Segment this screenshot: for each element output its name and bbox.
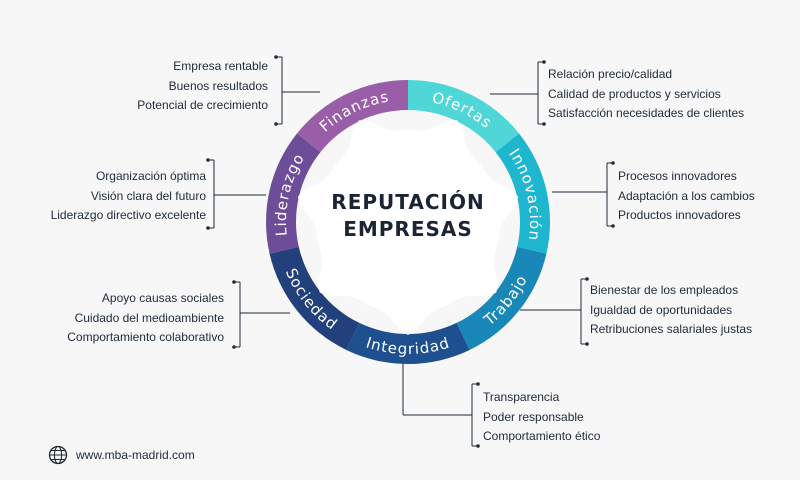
sociedad-items: Apoyo causas sociales Cuidado del medioa… <box>67 289 224 348</box>
list-item: Procesos innovadores <box>618 169 737 183</box>
finanzas-items: Empresa rentable Buenos resultados Poten… <box>137 57 268 116</box>
list-item: Empresa rentable <box>173 59 268 73</box>
center-title-line1: REPUTACIÓN <box>331 190 484 214</box>
segment-sociedad <box>269 246 360 350</box>
list-item: Calidad de productos y servicios <box>548 86 721 101</box>
connector-dot <box>274 122 278 126</box>
connector-dot <box>585 342 589 346</box>
list-item: Visión clara del futuro <box>90 188 206 203</box>
connector-dot <box>476 382 480 386</box>
list-item: Retribuciones salariales justas <box>590 322 753 336</box>
list-item: Comportamiento colaborativo <box>67 330 224 344</box>
connector-dot <box>206 226 210 230</box>
segment-innovacion <box>495 133 550 254</box>
website-url: www.mba-madrid.com <box>76 448 195 462</box>
connector-dot <box>274 55 278 59</box>
list-item: Adaptación a los cambios <box>618 188 755 203</box>
connector-dot <box>611 224 615 228</box>
connector-dot <box>232 345 236 349</box>
list-item: Cuidado del medioambiente <box>74 310 224 325</box>
list-item: Apoyo causas sociales <box>101 291 224 305</box>
integridad-items: Transparencia Poder responsable Comporta… <box>483 388 600 447</box>
website-link[interactable]: www.mba-madrid.com <box>48 445 195 465</box>
list-item: Comportamiento ético <box>483 429 601 443</box>
list-item: Poder responsable <box>483 409 584 424</box>
list-item: Igualdad de oportunidades <box>590 302 733 317</box>
connector-dot <box>611 161 615 165</box>
list-item: Satisfacción necesidades de clientes <box>548 106 745 120</box>
wheel-segments <box>266 80 550 364</box>
liderazgo-items: Organización óptima Visión clara del fut… <box>51 167 206 226</box>
list-item: Buenos resultados <box>168 78 268 93</box>
connector-dot <box>206 158 210 162</box>
connector-dot <box>542 122 546 126</box>
connector-dot <box>476 444 480 448</box>
list-item: Liderazgo directivo excelente <box>50 208 206 222</box>
list-item: Transparencia <box>483 390 560 404</box>
segment-ofertas <box>408 80 520 153</box>
connector-dot <box>542 60 546 64</box>
connector-lines <box>206 55 615 448</box>
list-item: Organización óptima <box>95 169 206 183</box>
list-item: Bienestar de los empleados <box>590 283 739 297</box>
list-item: Productos innovadores <box>618 208 741 222</box>
connector-dot <box>232 280 236 284</box>
ofertas-items: Relación precio/calidad Calidad de produ… <box>548 65 744 124</box>
trabajo-items: Bienestar de los empleados Igualdad de o… <box>590 281 752 340</box>
connector-dot <box>585 277 589 281</box>
segment-finanzas <box>296 80 408 153</box>
segment-liderazgo <box>266 133 321 254</box>
segment-trabajo <box>456 246 547 350</box>
list-item: Potencial de crecimiento <box>137 98 268 112</box>
center-gear-shape <box>297 120 519 335</box>
globe-icon <box>48 445 68 465</box>
segment-integridad <box>346 322 470 364</box>
center-title-line2: EMPRESAS <box>343 217 473 241</box>
list-item: Relación precio/calidad <box>548 67 673 81</box>
innovacion-items: Procesos innovadores Adaptación a los ca… <box>618 167 755 226</box>
